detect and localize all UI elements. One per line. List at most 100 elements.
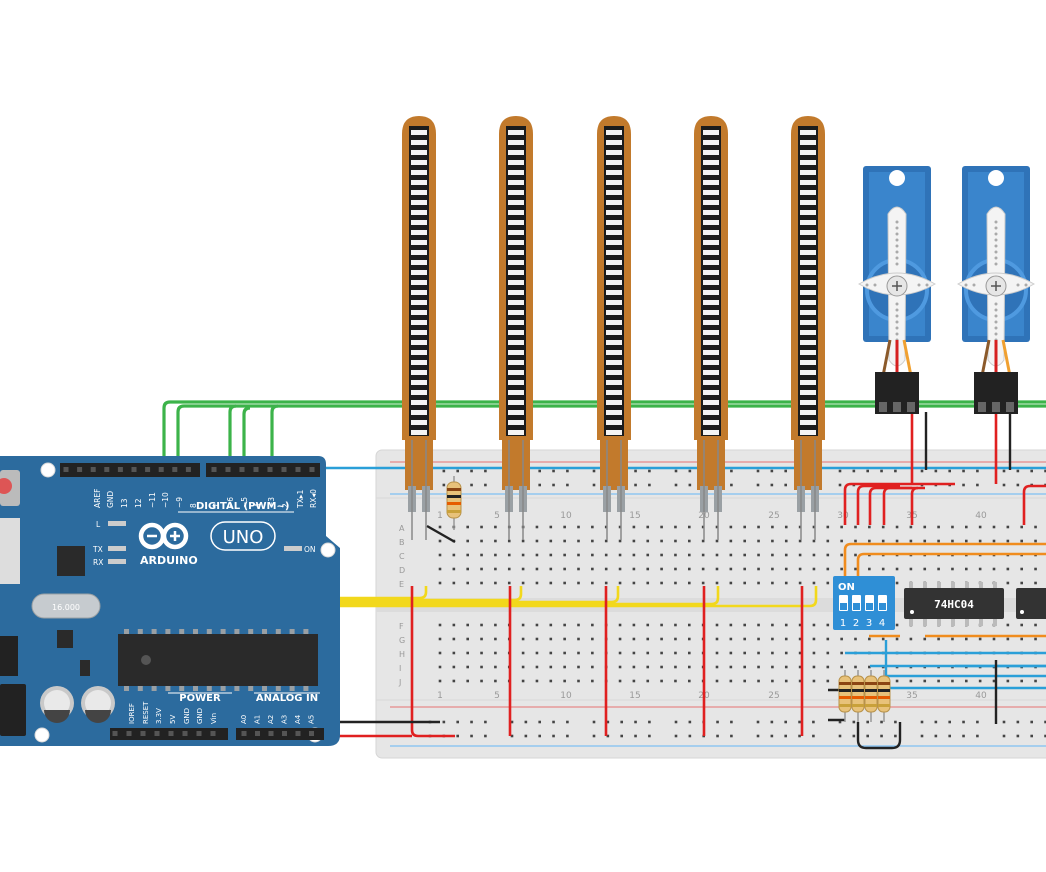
- breadboard-hole[interactable]: [1034, 637, 1037, 641]
- header-pin[interactable]: [309, 467, 315, 472]
- breadboard-hole[interactable]: [688, 567, 691, 571]
- breadboard-hole[interactable]: [438, 553, 442, 557]
- rail-hole[interactable]: [1016, 720, 1020, 724]
- breadboard-hole[interactable]: [494, 665, 497, 669]
- breadboard-hole[interactable]: [674, 665, 677, 669]
- breadboard-hole[interactable]: [784, 665, 788, 669]
- header-pin[interactable]: [154, 731, 160, 736]
- breadboard-hole[interactable]: [701, 581, 705, 585]
- breadboard-hole[interactable]: [688, 581, 691, 585]
- breadboard-hole[interactable]: [771, 553, 774, 557]
- breadboard-hole[interactable]: [632, 637, 636, 641]
- breadboard-hole[interactable]: [784, 581, 788, 585]
- breadboard-hole[interactable]: [771, 665, 774, 669]
- breadboard-hole[interactable]: [646, 651, 650, 655]
- breadboard-hole[interactable]: [951, 525, 954, 529]
- breadboard-hole[interactable]: [784, 567, 788, 571]
- breadboard-hole[interactable]: [604, 539, 608, 543]
- rail-hole[interactable]: [1044, 469, 1046, 473]
- breadboard-hole[interactable]: [577, 525, 580, 529]
- breadboard-hole[interactable]: [688, 665, 691, 669]
- breadboard-hole[interactable]: [978, 679, 982, 683]
- breadboard-hole[interactable]: [1020, 623, 1023, 627]
- breadboard-hole[interactable]: [591, 651, 594, 655]
- rail-hole[interactable]: [456, 469, 459, 473]
- breadboard-hole[interactable]: [729, 651, 733, 655]
- header-pin[interactable]: [225, 467, 231, 472]
- breadboard-hole[interactable]: [715, 665, 719, 669]
- resistor-top[interactable]: [446, 476, 462, 530]
- breadboard-hole[interactable]: [604, 567, 608, 571]
- rail-hole[interactable]: [470, 483, 473, 487]
- rail-hole[interactable]: [470, 469, 473, 473]
- breadboard-hole[interactable]: [951, 679, 954, 683]
- breadboard-hole[interactable]: [438, 567, 442, 571]
- breadboard-hole[interactable]: [729, 623, 733, 627]
- breadboard-hole[interactable]: [909, 525, 913, 529]
- breadboard-hole[interactable]: [992, 637, 996, 641]
- rail-hole[interactable]: [484, 734, 487, 738]
- breadboard-hole[interactable]: [868, 567, 871, 571]
- rail-hole[interactable]: [620, 734, 623, 738]
- breadboard-hole[interactable]: [965, 637, 968, 641]
- breadboard-hole[interactable]: [494, 623, 497, 627]
- breadboard-hole[interactable]: [757, 553, 760, 557]
- breadboard-hole[interactable]: [757, 623, 760, 627]
- header-pin[interactable]: [140, 731, 146, 736]
- rail-hole[interactable]: [730, 734, 733, 738]
- breadboard-hole[interactable]: [923, 637, 927, 641]
- rail-hole[interactable]: [634, 483, 637, 487]
- breadboard-hole[interactable]: [951, 567, 954, 571]
- breadboard-hole[interactable]: [854, 539, 857, 543]
- breadboard-hole[interactable]: [674, 651, 677, 655]
- breadboard-hole[interactable]: [674, 637, 677, 641]
- rail-hole[interactable]: [730, 720, 733, 724]
- header-pin[interactable]: [131, 467, 137, 472]
- breadboard-hole[interactable]: [743, 637, 746, 641]
- breadboard-hole[interactable]: [480, 623, 483, 627]
- flex-sensor[interactable]: [402, 116, 436, 540]
- rail-hole[interactable]: [976, 469, 979, 473]
- breadboard-hole[interactable]: [771, 637, 774, 641]
- rail-hole[interactable]: [648, 483, 651, 487]
- breadboard-hole[interactable]: [535, 525, 539, 529]
- breadboard-hole[interactable]: [549, 665, 553, 669]
- breadboard-hole[interactable]: [812, 679, 816, 683]
- header-pin[interactable]: [309, 731, 314, 736]
- rail-hole[interactable]: [976, 483, 979, 487]
- breadboard-hole[interactable]: [507, 553, 511, 557]
- rail-hole[interactable]: [1030, 469, 1033, 473]
- rail-hole[interactable]: [770, 734, 774, 738]
- rail-hole[interactable]: [484, 483, 487, 487]
- breadboard-hole[interactable]: [646, 581, 650, 585]
- breadboard-hole[interactable]: [1034, 679, 1037, 683]
- breadboard-hole[interactable]: [771, 525, 774, 529]
- rail-hole[interactable]: [934, 720, 938, 724]
- breadboard-hole[interactable]: [535, 651, 539, 655]
- breadboard-hole[interactable]: [438, 623, 442, 627]
- rail-hole[interactable]: [566, 483, 569, 487]
- breadboard-hole[interactable]: [784, 525, 788, 529]
- rail-hole[interactable]: [648, 734, 651, 738]
- breadboard-hole[interactable]: [840, 525, 843, 529]
- rail-hole[interactable]: [894, 469, 897, 473]
- breadboard-hole[interactable]: [1034, 581, 1037, 585]
- breadboard-hole[interactable]: [729, 581, 733, 585]
- breadboard-hole[interactable]: [577, 679, 580, 683]
- breadboard-hole[interactable]: [674, 581, 677, 585]
- breadboard-hole[interactable]: [743, 623, 746, 627]
- rail-hole[interactable]: [770, 483, 774, 487]
- rail-hole[interactable]: [1002, 734, 1006, 738]
- breadboard-hole[interactable]: [480, 637, 483, 641]
- breadboard-hole[interactable]: [992, 679, 996, 683]
- rail-hole[interactable]: [674, 720, 678, 724]
- breadboard-hole[interactable]: [646, 637, 650, 641]
- breadboard-hole[interactable]: [480, 567, 483, 571]
- breadboard-hole[interactable]: [937, 679, 940, 683]
- breadboard-hole[interactable]: [507, 539, 511, 543]
- breadboard-hole[interactable]: [632, 665, 636, 669]
- breadboard-hole[interactable]: [743, 651, 746, 655]
- resistor[interactable]: [877, 670, 891, 722]
- breadboard-hole[interactable]: [992, 539, 996, 543]
- breadboard-hole[interactable]: [618, 637, 622, 641]
